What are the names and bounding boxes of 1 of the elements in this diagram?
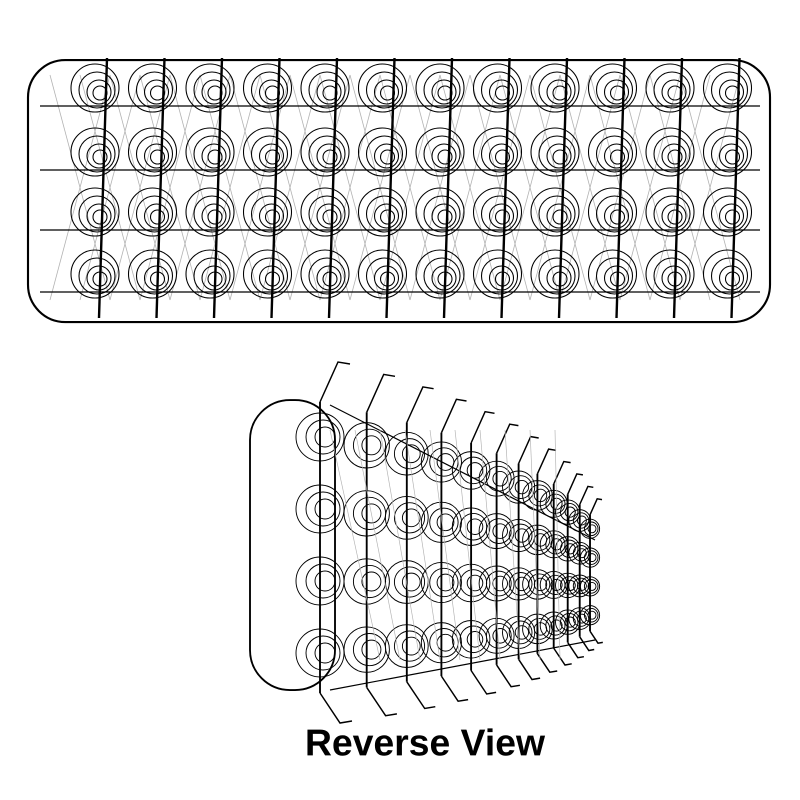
caption: Reverse View xyxy=(307,728,546,756)
